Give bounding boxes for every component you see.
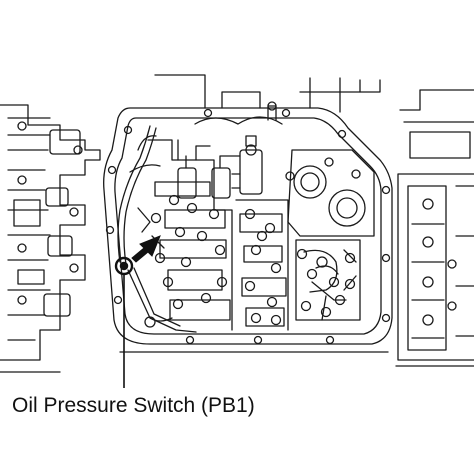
upper-right-bores <box>285 149 375 237</box>
oil-pan-outline <box>103 107 393 345</box>
top-structure <box>154 74 361 125</box>
callout-label: Oil Pressure Switch (PB1) <box>12 394 255 417</box>
arrow-pointer-icon <box>131 235 161 263</box>
bottom-details <box>0 351 474 373</box>
solenoids <box>177 135 263 199</box>
oil-pressure-switch-icon <box>114 256 134 276</box>
valve-body-right <box>235 199 361 331</box>
wire-harness <box>117 125 197 333</box>
flange-bolts <box>105 108 391 345</box>
left-housing <box>0 104 101 361</box>
right-housing <box>359 79 474 361</box>
valve-body-left <box>129 135 233 331</box>
